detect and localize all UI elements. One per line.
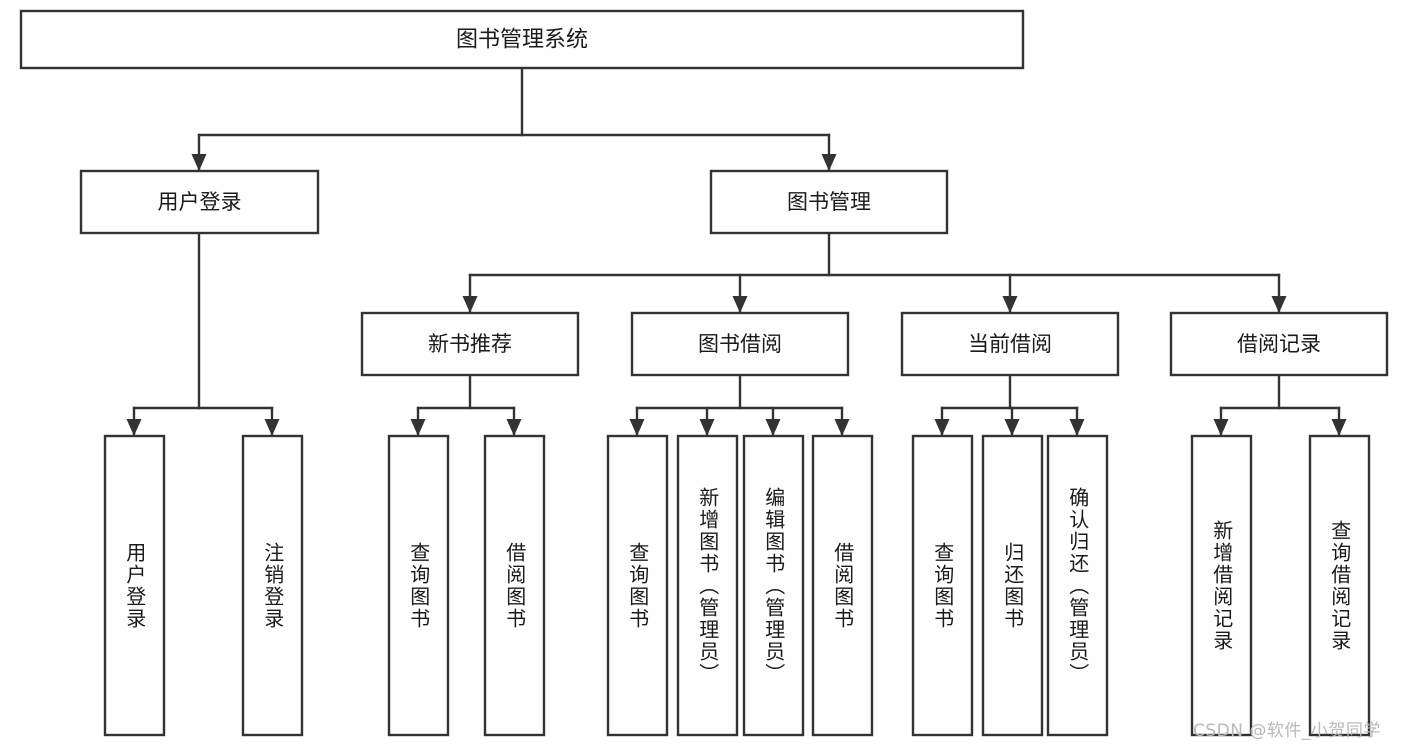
mgmt-to-level3-arrow-3	[1271, 296, 1287, 313]
level2-node-1-label: 图书管理	[787, 190, 871, 214]
group0-arrow-0	[410, 419, 426, 436]
leaf-node-0[interactable]	[103, 434, 166, 737]
leaf-node-5[interactable]	[676, 434, 739, 737]
level3-node-0[interactable]	[360, 311, 580, 377]
root-node[interactable]	[19, 9, 1025, 70]
leaf-node-12[interactable]	[1308, 434, 1371, 737]
group1-arrow-2	[765, 419, 781, 436]
root-to-level2-arrow-0	[191, 154, 207, 171]
mgmt-to-level3-arrow-0	[462, 296, 478, 313]
level2-node-0[interactable]	[79, 169, 320, 235]
group0-arrow-1	[506, 419, 522, 436]
group1-arrow-0	[629, 419, 645, 436]
level3-node-1[interactable]	[630, 311, 850, 377]
group1-arrow-1	[699, 419, 715, 436]
group2-arrow-1	[1004, 419, 1020, 436]
leaf-node-9[interactable]	[981, 434, 1044, 737]
group2-arrow-0	[934, 419, 950, 436]
csdn-watermark: CSDN @软件_小贺同学	[1193, 721, 1381, 741]
level3-node-3-label: 借阅记录	[1237, 332, 1321, 356]
level3-node-2[interactable]	[900, 311, 1120, 377]
login-to-leaves-arrow-0	[126, 419, 142, 436]
leaf-node-7[interactable]	[811, 434, 874, 737]
group1-arrow-3	[834, 419, 850, 436]
level3-node-3[interactable]	[1169, 311, 1389, 377]
level3-node-2-label: 当前借阅	[968, 332, 1052, 356]
root-node-label: 图书管理系统	[456, 28, 588, 53]
leaf-node-3[interactable]	[483, 434, 546, 737]
leaf-node-4[interactable]	[606, 434, 669, 737]
leaf-node-2[interactable]	[387, 434, 450, 737]
leaf-node-11[interactable]	[1190, 434, 1253, 737]
mgmt-to-level3-arrow-2	[1002, 296, 1018, 313]
level2-node-1[interactable]	[709, 169, 949, 235]
level3-node-1-label: 图书借阅	[698, 332, 782, 356]
leaf-node-10[interactable]	[1046, 434, 1109, 737]
group3-arrow-0	[1213, 419, 1229, 436]
login-to-leaves-arrow-1	[264, 419, 280, 436]
connector-layer	[126, 66, 1347, 438]
box-layer	[19, 9, 1389, 737]
mgmt-to-level3-arrow-1	[732, 296, 748, 313]
leaf-node-8[interactable]	[911, 434, 974, 737]
leaf-node-6[interactable]	[742, 434, 805, 737]
leaf-node-1[interactable]	[241, 434, 304, 737]
group2-arrow-2	[1069, 419, 1085, 436]
root-to-level2-arrow-1	[821, 154, 837, 171]
level2-node-0-label: 用户登录	[158, 190, 242, 214]
level3-node-0-label: 新书推荐	[428, 332, 512, 356]
group3-arrow-1	[1331, 419, 1347, 436]
